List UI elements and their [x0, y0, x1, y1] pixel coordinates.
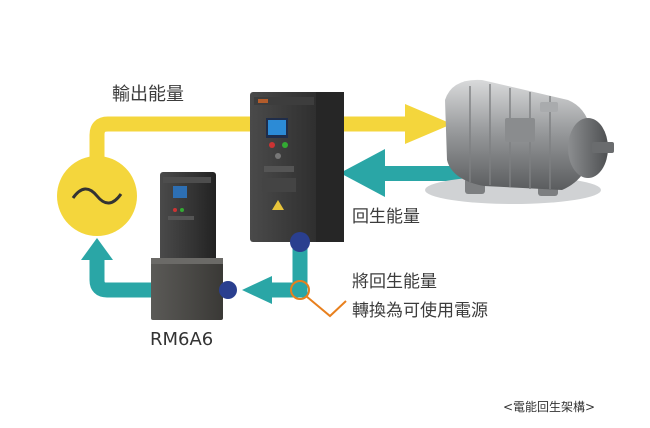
- output-energy-label: 輸出能量: [112, 84, 184, 105]
- regen-unit-icon: [151, 172, 223, 320]
- inverter-drive-icon: [250, 92, 344, 242]
- unit-node: [219, 281, 237, 299]
- diagram-caption: <電能回生架構>: [503, 400, 596, 414]
- regen-energy-label: 回生能量: [352, 207, 420, 227]
- conversion-callout: [290, 280, 347, 318]
- output-energy-flow: [89, 104, 452, 160]
- ac-source-icon: [57, 156, 137, 236]
- regen-energy-flow: [340, 149, 473, 197]
- drive-node: [290, 232, 310, 252]
- convert-label-line1: 將回生能量: [352, 272, 437, 292]
- convert-label-line2: 轉換為可使用電源: [352, 301, 488, 321]
- motor-icon: [425, 79, 614, 204]
- return-energy-flow: [81, 238, 308, 304]
- model-label: RM6A6: [150, 329, 214, 350]
